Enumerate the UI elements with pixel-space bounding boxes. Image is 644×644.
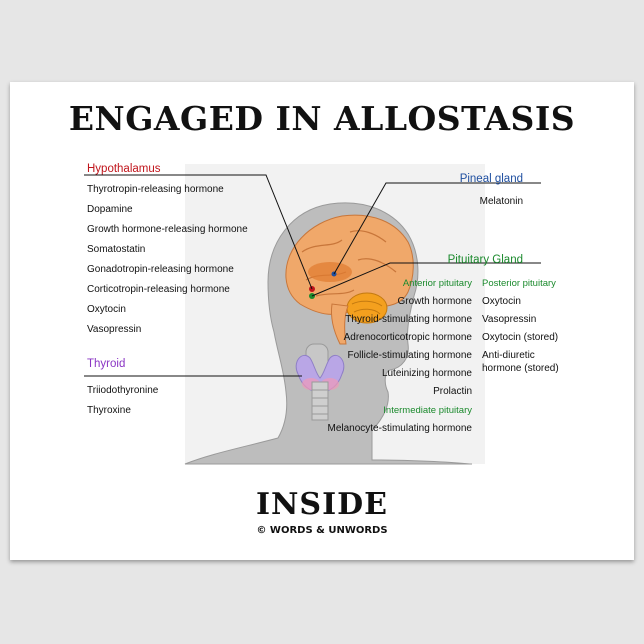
list-item: Melatonin [479, 196, 523, 207]
list-item: Follicle-stimulating hormone [347, 350, 473, 361]
hypothalamus-label: Hypothalamus [87, 163, 161, 175]
anatomy-illustration [84, 164, 541, 465]
hypothalamus-leader [84, 174, 313, 290]
pineal-leader [333, 182, 541, 275]
list-item: Growth hormone [397, 296, 472, 307]
list-item: Prolactin [433, 386, 472, 397]
list-item: hormone (stored) [482, 363, 559, 374]
list-item: Oxytocin [482, 296, 521, 307]
poster-subtitle: INSIDE [255, 487, 389, 522]
copyright-credit: © WORDS & UNWORDS [256, 525, 388, 536]
trachea [311, 381, 329, 421]
list-item: Thyroid-stimulating hormone [345, 314, 472, 325]
list-item: Gonadotropin-releasing hormone [87, 264, 234, 275]
intermediate-pituitary-label: Intermediate pituitary [383, 405, 472, 416]
pituitary-leader [311, 262, 541, 297]
list-item: Vasopressin [87, 324, 142, 335]
brain-shape [285, 214, 414, 315]
list-item: Growth hormone-releasing hormone [87, 224, 248, 235]
list-item: Corticotropin-releasing hormone [87, 284, 230, 295]
brainstem [331, 303, 349, 345]
thyroid-label: Thyroid [87, 358, 126, 370]
list-item: Melanocyte-stimulating hormone [327, 423, 472, 434]
poster: ENGAGED IN ALLOSTASIS [10, 82, 634, 560]
list-item: Luteinizing hormone [381, 368, 472, 379]
list-item: Somatostatin [87, 244, 146, 255]
inner-brain [308, 262, 352, 282]
poster-title: ENGAGED IN ALLOSTASIS [68, 99, 576, 138]
list-item: Thyroxine [87, 405, 131, 416]
list-item: Oxytocin [87, 304, 126, 315]
pituitary-label: Pituitary Gland [447, 254, 523, 266]
pineal-label: Pineal gland [459, 173, 523, 185]
list-item: Dopamine [87, 204, 133, 215]
posterior-pituitary-label: Posterior pituitary [482, 278, 556, 289]
list-item: Oxytocin (stored) [482, 332, 559, 343]
list-item: Adrenocorticotropic hormone [343, 332, 472, 343]
list-item: Thyrotropin-releasing hormone [87, 184, 224, 195]
list-item: Anti-diuretic [482, 350, 535, 361]
list-item: Triiodothyronine [87, 385, 159, 396]
list-item: Vasopressin [482, 314, 537, 325]
anterior-pituitary-label: Anterior pituitary [402, 278, 472, 289]
